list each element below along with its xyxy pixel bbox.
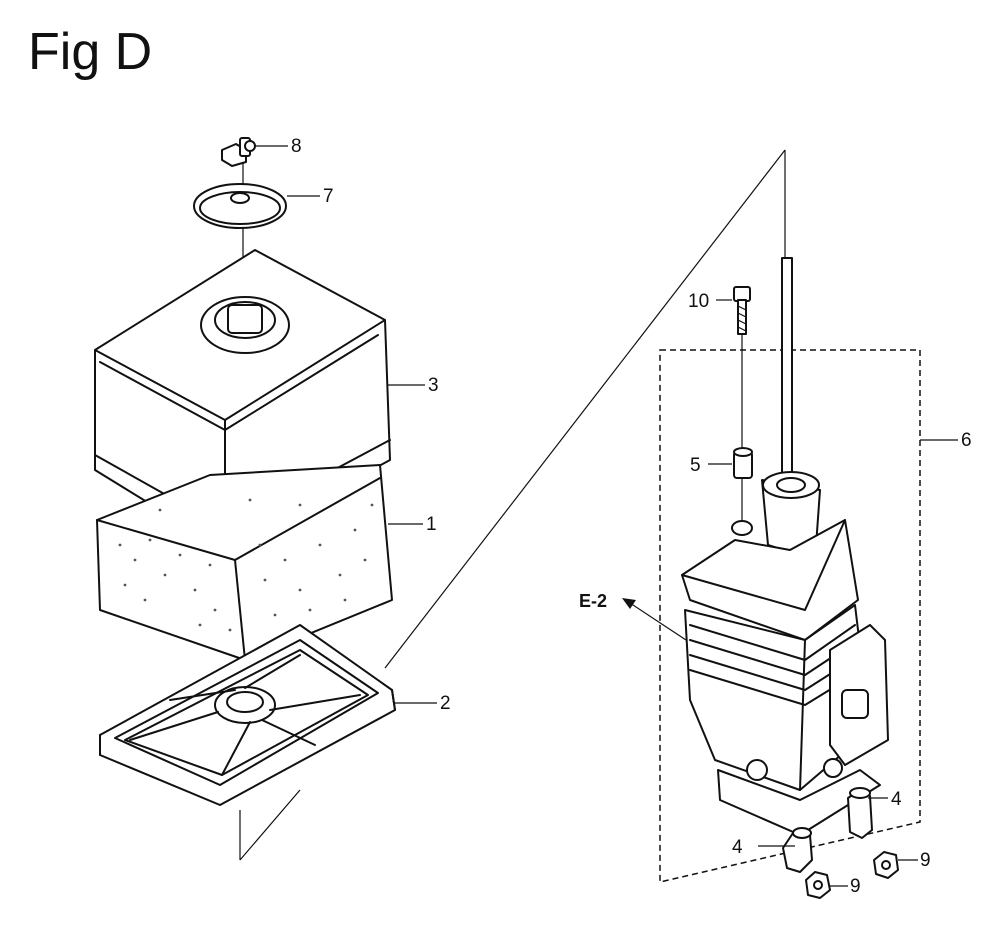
wing-nut xyxy=(221,137,256,167)
figure-title: Fig D xyxy=(28,23,153,81)
callout-10: 10 xyxy=(688,291,709,312)
callout-5: 5 xyxy=(690,455,701,476)
connector-line xyxy=(384,149,786,669)
grommet xyxy=(731,520,753,536)
element-case xyxy=(99,624,396,806)
callout-4-right: 4 xyxy=(891,789,902,810)
assembly-boundary xyxy=(659,349,921,883)
bracket-left xyxy=(239,789,301,861)
pin-right xyxy=(847,787,873,839)
nut-right xyxy=(873,851,899,879)
reference-arrow xyxy=(622,598,687,641)
callout-8: 8 xyxy=(291,136,302,157)
foam-element xyxy=(96,464,393,661)
callout-4-left: 4 xyxy=(732,837,743,858)
callout-2: 2 xyxy=(440,693,451,714)
flange-bolt xyxy=(733,286,751,335)
callout-1: 1 xyxy=(426,514,437,535)
collar xyxy=(733,447,753,479)
callout-6: 6 xyxy=(961,430,972,451)
reference-e2: E-2 xyxy=(579,591,607,611)
nut-left xyxy=(805,871,831,899)
callout-7: 7 xyxy=(323,186,334,207)
air-cleaner-elbow xyxy=(681,257,889,836)
cover-washer xyxy=(193,183,287,229)
pin-left xyxy=(782,827,813,873)
callout-9-right: 9 xyxy=(920,850,931,871)
callout-9-left: 9 xyxy=(850,876,861,897)
callout-3: 3 xyxy=(428,375,439,396)
